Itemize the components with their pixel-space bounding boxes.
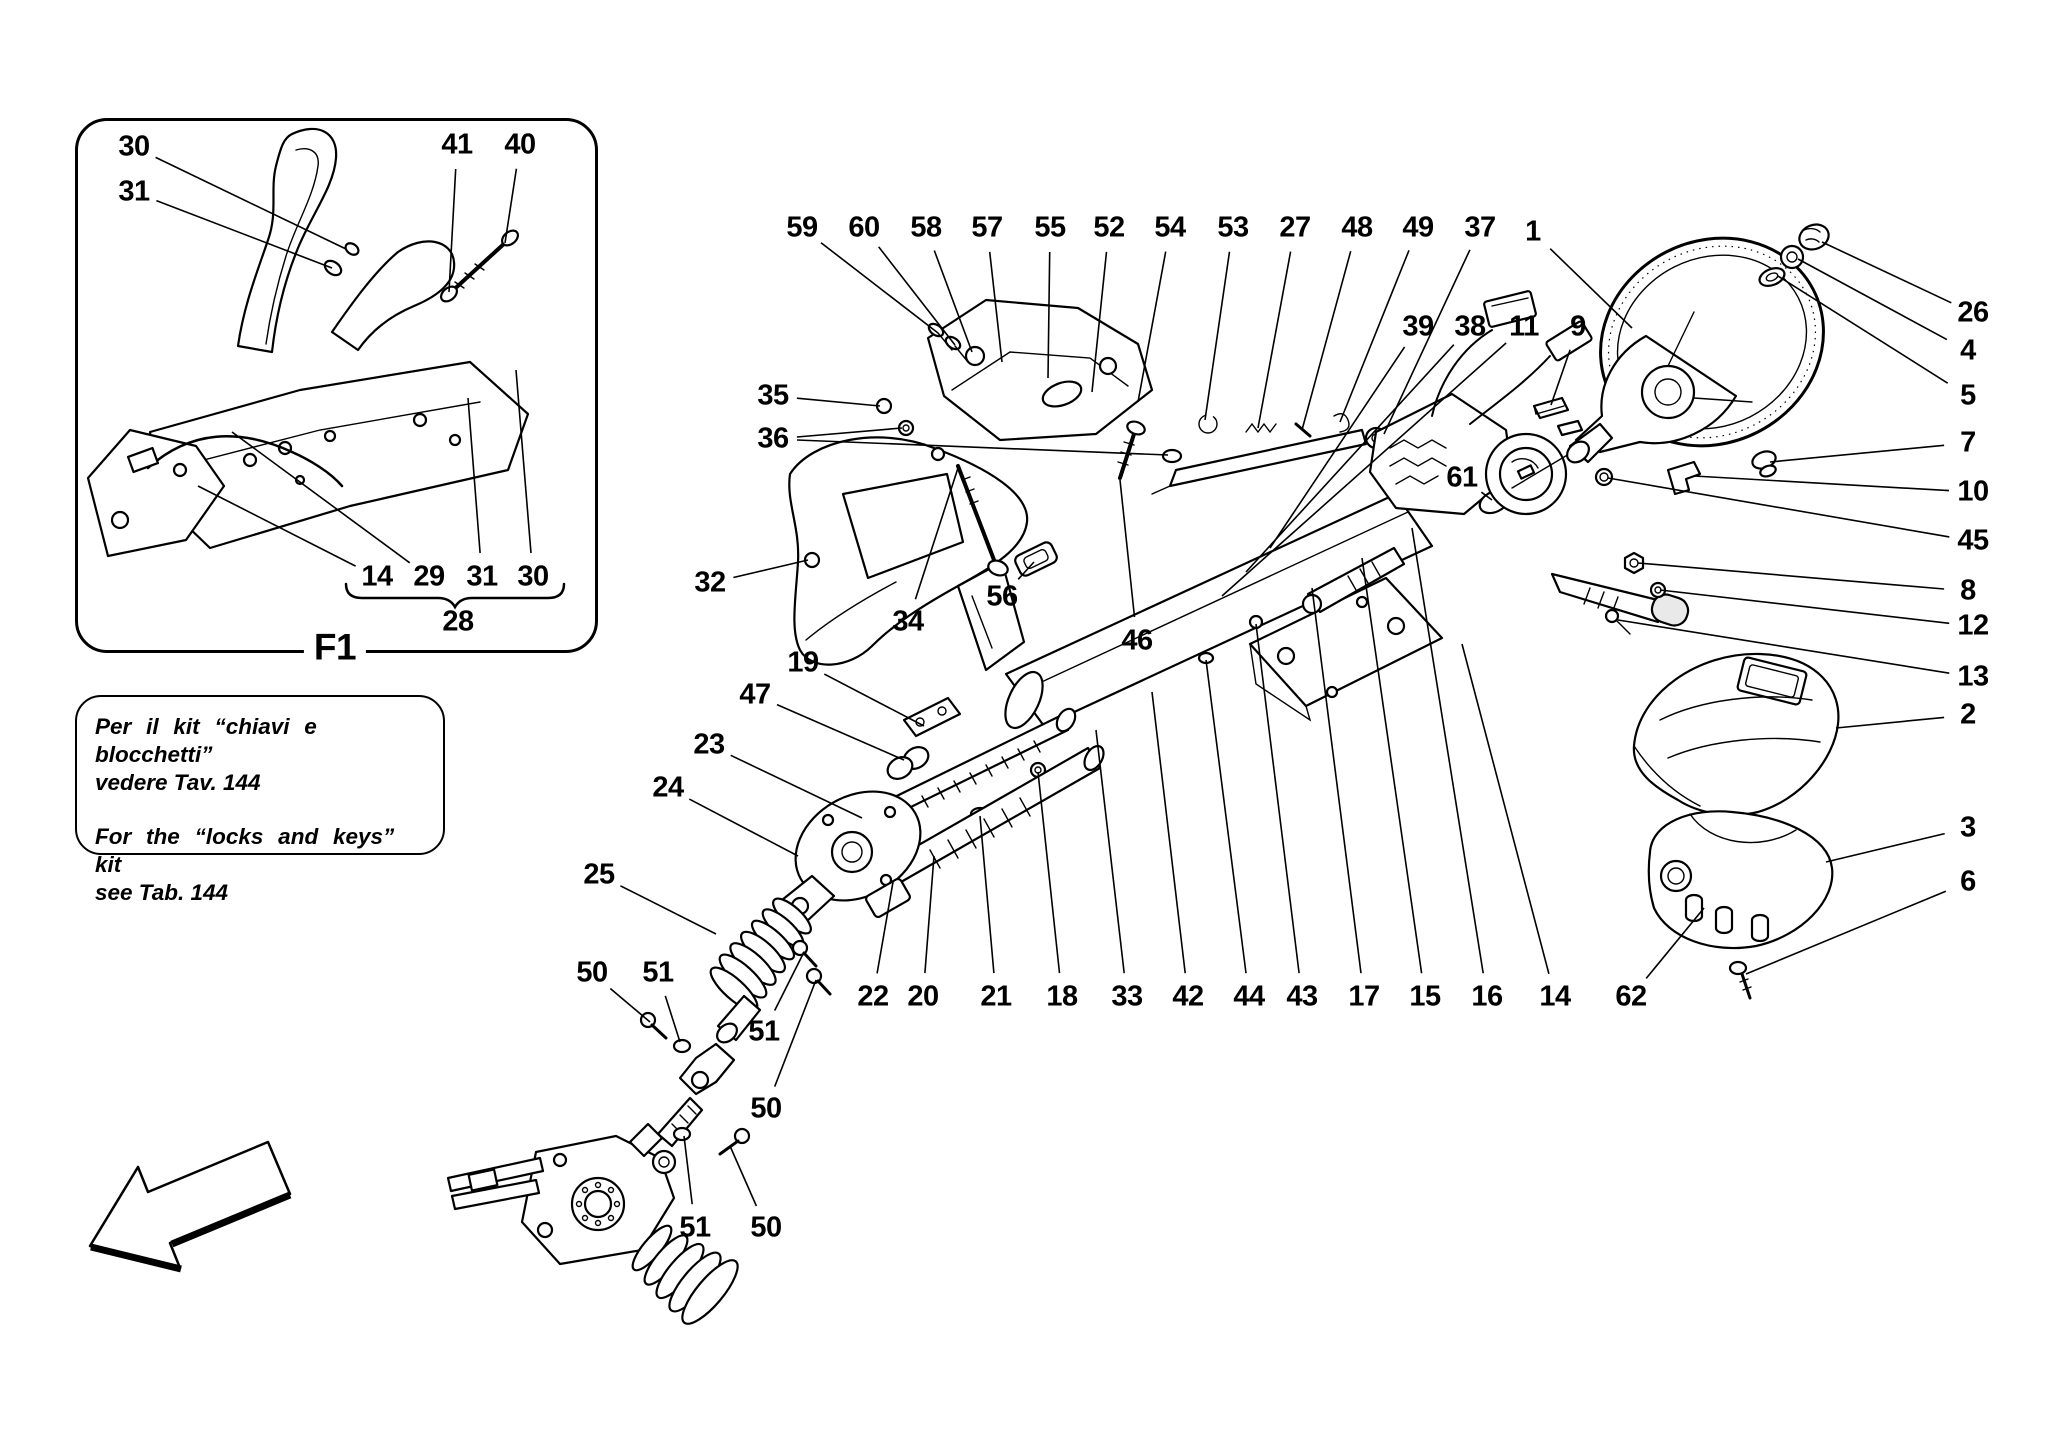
part-number-47: 47 bbox=[739, 678, 771, 711]
part-number-23: 23 bbox=[693, 728, 725, 761]
part-number-53: 53 bbox=[1217, 211, 1249, 244]
fasteners-middle bbox=[875, 397, 1183, 577]
part-number-54: 54 bbox=[1154, 211, 1186, 244]
part-number-46: 46 bbox=[1121, 624, 1153, 657]
part-number-52: 52 bbox=[1093, 211, 1125, 244]
inset-bracket-drawing bbox=[86, 128, 566, 610]
part-number-19: 19 bbox=[787, 646, 819, 679]
part-number-62: 62 bbox=[1615, 980, 1647, 1013]
part-number-21: 21 bbox=[980, 980, 1012, 1013]
part-number-43: 43 bbox=[1286, 980, 1318, 1013]
part-number-8: 8 bbox=[1960, 574, 1976, 607]
note-box: Per il kit “chiavi e blocchetti” vedere … bbox=[75, 695, 445, 905]
part-number-60: 60 bbox=[848, 211, 880, 244]
part-number-36: 36 bbox=[757, 422, 789, 455]
leader-lines bbox=[155, 156, 1952, 1207]
universal-joint-shaft bbox=[639, 696, 1077, 1156]
note-italian-line1: Per il kit “chiavi e blocchetti” bbox=[95, 714, 317, 767]
part-number-14: 14 bbox=[361, 560, 393, 593]
part-number-6: 6 bbox=[1960, 865, 1976, 898]
part-number-45: 45 bbox=[1957, 524, 1989, 557]
part-number-3: 3 bbox=[1960, 811, 1976, 844]
note-english-line2: see Tab. 144 bbox=[95, 880, 229, 905]
part-number-1: 1 bbox=[1525, 215, 1541, 248]
part-number-48: 48 bbox=[1341, 211, 1373, 244]
part-number-10: 10 bbox=[1957, 475, 1989, 508]
part-number-37: 37 bbox=[1464, 211, 1496, 244]
note-english-line1: For the “locks and keys” kit bbox=[95, 824, 395, 877]
part-number-26: 26 bbox=[1957, 296, 1989, 329]
part-number-29: 29 bbox=[413, 560, 445, 593]
note-italian-line2: vedere Tav. 144 bbox=[95, 770, 261, 795]
direction-arrow-icon bbox=[88, 1140, 292, 1273]
part-number-61: 61 bbox=[1446, 461, 1478, 494]
part-number-31: 31 bbox=[118, 175, 150, 208]
part-number-20: 20 bbox=[907, 980, 939, 1013]
part-number-9: 9 bbox=[1570, 310, 1586, 343]
part-number-58: 58 bbox=[910, 211, 942, 244]
steering-wheel bbox=[1566, 223, 1830, 464]
part-number-33: 33 bbox=[1111, 980, 1143, 1013]
part-number-49: 49 bbox=[1402, 211, 1434, 244]
part-number-41: 41 bbox=[441, 128, 473, 161]
part-number-5: 5 bbox=[1960, 379, 1976, 412]
part-number-59: 59 bbox=[786, 211, 818, 244]
part-number-28: 28 bbox=[442, 605, 474, 638]
part-number-55: 55 bbox=[1034, 211, 1066, 244]
part-number-14: 14 bbox=[1539, 980, 1571, 1013]
part-number-35: 35 bbox=[757, 379, 789, 412]
part-number-34: 34 bbox=[892, 605, 924, 638]
part-number-4: 4 bbox=[1960, 334, 1976, 367]
part-number-30: 30 bbox=[118, 130, 150, 163]
part-number-13: 13 bbox=[1957, 660, 1989, 693]
part-number-56: 56 bbox=[986, 580, 1018, 613]
upper-bracket bbox=[926, 298, 1154, 442]
part-number-50: 50 bbox=[750, 1092, 782, 1125]
part-number-24: 24 bbox=[652, 771, 684, 804]
part-number-11: 11 bbox=[1509, 310, 1539, 343]
part-number-31: 31 bbox=[466, 560, 498, 593]
part-number-30: 30 bbox=[517, 560, 549, 593]
part-number-38: 38 bbox=[1454, 310, 1486, 343]
part-number-42: 42 bbox=[1172, 980, 1204, 1013]
part-number-f1: F1 bbox=[303, 628, 367, 666]
part-number-51: 51 bbox=[679, 1211, 711, 1244]
steering-rack bbox=[446, 1122, 739, 1325]
part-number-18: 18 bbox=[1046, 980, 1078, 1013]
part-number-57: 57 bbox=[971, 211, 1003, 244]
switch-assembly bbox=[1301, 290, 1777, 635]
part-number-32: 32 bbox=[694, 566, 726, 599]
part-number-51: 51 bbox=[748, 1015, 780, 1048]
part-number-7: 7 bbox=[1960, 426, 1976, 459]
note-english: For the “locks and keys” kit see Tab. 14… bbox=[95, 823, 425, 907]
upper-cover bbox=[1632, 652, 1840, 817]
part-number-27: 27 bbox=[1279, 211, 1311, 244]
part-number-40: 40 bbox=[504, 128, 536, 161]
part-number-50: 50 bbox=[750, 1211, 782, 1244]
part-number-17: 17 bbox=[1348, 980, 1380, 1013]
part-number-25: 25 bbox=[583, 858, 615, 891]
note-italian: Per il kit “chiavi e blocchetti” vedere … bbox=[95, 713, 425, 797]
part-number-50: 50 bbox=[576, 956, 608, 989]
part-number-39: 39 bbox=[1402, 310, 1434, 343]
part-number-22: 22 bbox=[857, 980, 889, 1013]
lower-cover bbox=[1647, 810, 1834, 1000]
part-number-51: 51 bbox=[642, 956, 674, 989]
part-number-2: 2 bbox=[1960, 698, 1976, 731]
part-number-15: 15 bbox=[1409, 980, 1441, 1013]
part-number-12: 12 bbox=[1957, 609, 1989, 642]
part-number-44: 44 bbox=[1233, 980, 1265, 1013]
part-number-16: 16 bbox=[1471, 980, 1503, 1013]
